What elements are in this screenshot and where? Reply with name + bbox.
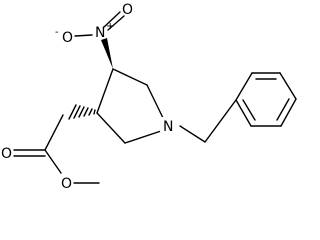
bond-ch2-carbonyl (44, 114, 64, 151)
bond-benzene-2 (279, 72, 297, 100)
charge-minus: - (55, 27, 59, 38)
chemical-structure-diagram: N N + O - O O O (1, 2, 297, 192)
bond-benzene-5 (235, 99, 252, 127)
hashed-wedge-bond (68, 104, 96, 120)
bond-benzene-3 (280, 98, 297, 127)
bond-benzene-double-3 (242, 99, 256, 121)
bond-n-c5 (146, 84, 165, 121)
structure-canvas: N N + O - O O O (1, 2, 297, 192)
atom-o-nitro-left: O (62, 30, 73, 46)
bond-ester-o (44, 149, 62, 174)
bond-benzene-6 (235, 72, 253, 101)
bond-c5-c4 (112, 68, 148, 86)
benzene-ring (235, 72, 297, 127)
bond-phenyl-ch2 (204, 99, 237, 143)
bond-c2-n (124, 129, 165, 144)
atom-o-ester: O (61, 176, 72, 192)
atom-n-ring: N (163, 119, 173, 135)
atom-o-carbonyl: O (1, 146, 12, 162)
pyrrolidine-ring (96, 68, 165, 144)
charge-plus: + (106, 21, 114, 32)
wedge-bond-nitro (101, 38, 113, 69)
bond-n-o-top (107, 15, 125, 31)
bond-n-o-left (74, 34, 93, 37)
bond-c4-c3 (96, 68, 114, 114)
bond-n-o-top-double (103, 11, 121, 28)
bond-ch2-n (179, 125, 206, 143)
atom-o-nitro-top: O (122, 2, 133, 18)
bond-c3-c2 (96, 112, 126, 144)
atom-n-nitro: N (95, 25, 105, 41)
bond-benzene-double-2 (276, 98, 290, 121)
